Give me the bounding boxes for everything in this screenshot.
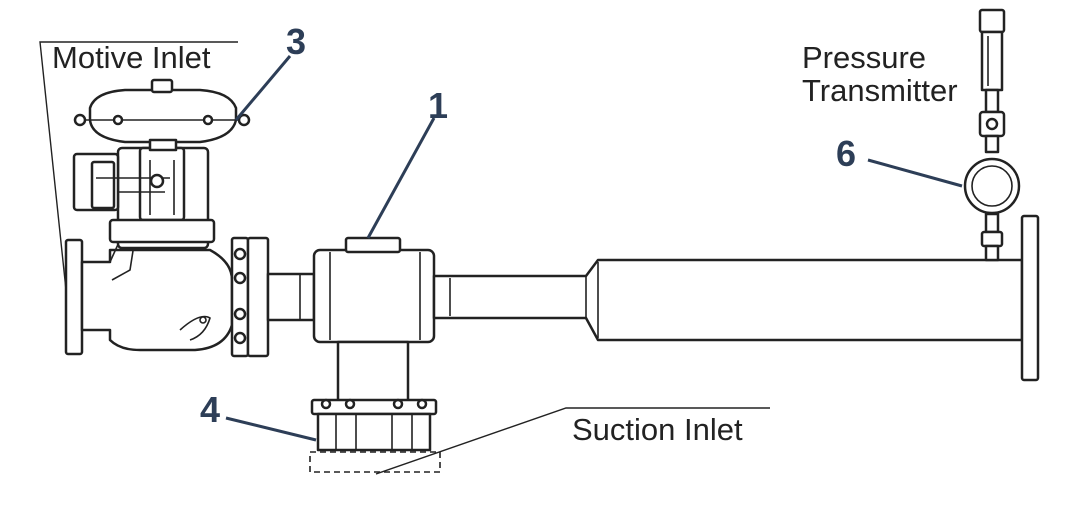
callout-1-leader (366, 117, 436, 239)
pressure-transmitter (963, 8, 1021, 262)
transmitter-label: Transmitter (802, 73, 958, 108)
suction-chamber (312, 236, 436, 344)
control-valve (64, 78, 270, 358)
motive-inlet-label: Motive Inlet (52, 40, 211, 75)
callout-6: 6 (836, 133, 856, 174)
callout-4: 4 (200, 389, 220, 430)
suction-inlet-label: Suction Inlet (572, 412, 743, 447)
motive-pipe (266, 272, 316, 322)
callout-3-leader (234, 55, 292, 121)
diffuser (432, 214, 1040, 382)
callout-6-leader (867, 158, 963, 188)
suction-inlet-leader (375, 407, 770, 475)
callout-4-leader (225, 416, 317, 442)
callout-1: 1 (428, 85, 448, 126)
motive-inlet-leader (39, 41, 238, 291)
pressure-label: Pressure (802, 40, 926, 75)
callout-3: 3 (286, 21, 306, 62)
suction-connection (309, 340, 441, 473)
